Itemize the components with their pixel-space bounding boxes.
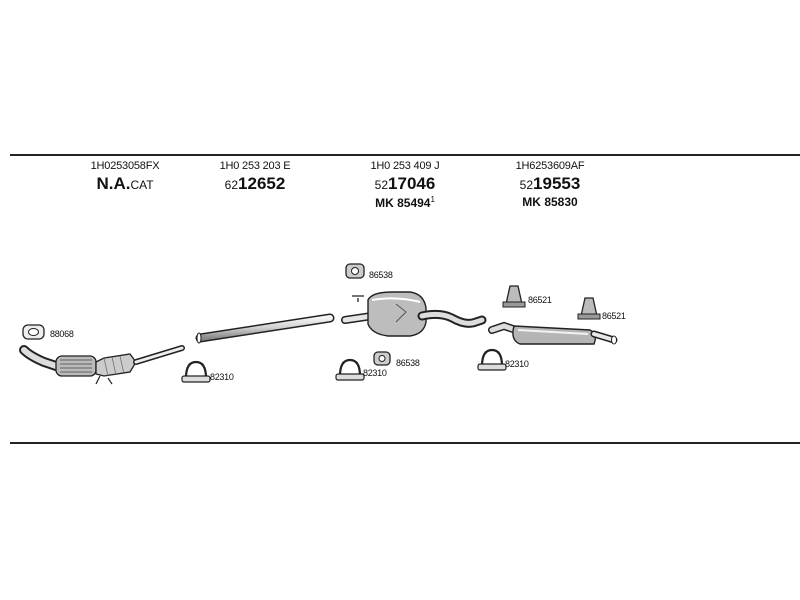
mk-label: MK: [375, 196, 394, 210]
mk-kit: MK 854941: [335, 195, 475, 210]
rear-silencer-icon: [488, 321, 618, 345]
mk-kit: MK 85830: [480, 195, 620, 209]
rubber-hanger-icon: [345, 263, 365, 279]
ref-prefix: N.A.: [96, 174, 131, 193]
clamp-part-number: 82310: [210, 372, 234, 382]
bottom-divider: [10, 442, 800, 444]
catalytic-converter-icon: [19, 345, 185, 385]
oe-number: 1H0 253 203 E: [219, 160, 291, 172]
mount-part-number: 86521: [602, 311, 626, 321]
clamp-icon: [477, 348, 507, 371]
ref-number: 6212652: [185, 174, 325, 194]
center-silencer-icon: [341, 291, 487, 337]
ref-number: N.A.CAT: [55, 174, 195, 194]
oe-number: 1H0253058FX: [90, 160, 160, 172]
top-divider: [10, 154, 800, 156]
gasket-icon: [22, 324, 45, 340]
oe-number: 1H6253609AF: [515, 160, 585, 172]
hanger-part-number: 86538: [369, 270, 393, 280]
mk-footnote: 1: [430, 195, 435, 204]
mk-label: MK: [522, 195, 541, 209]
ref-suffix: 12652: [238, 174, 286, 193]
part-column-center-silencer: 1H0 253 409 J 5217046 MK 854941: [335, 160, 475, 210]
ref-prefix: 52: [519, 178, 534, 192]
clamp-part-number: 82310: [363, 368, 387, 378]
mounting-bracket-icon: [502, 285, 526, 308]
mk-number: 85830: [544, 195, 578, 209]
ref-number: 5217046: [335, 174, 475, 194]
part-column-middle-pipe: 1H0 253 203 E 6212652: [185, 160, 325, 194]
oe-number: 1H0 253 409 J: [370, 160, 440, 172]
ref-number: 5219553: [480, 174, 620, 194]
hanger-part-number: 86538: [396, 358, 420, 368]
mounting-bracket-icon: [577, 297, 601, 320]
part-column-catalyst: 1H0253058FX N.A.CAT: [55, 160, 195, 194]
middle-pipe-icon: [195, 313, 335, 344]
ref-suffix: 19553: [533, 174, 581, 193]
part-column-rear-silencer: 1H6253609AF 5219553 MK 85830: [480, 160, 620, 209]
ref-prefix: 52: [374, 178, 389, 192]
gasket-part-number: 88068: [50, 329, 74, 339]
ref-prefix: 62: [224, 178, 239, 192]
clamp-icon: [335, 358, 365, 381]
mount-part-number: 86521: [528, 295, 552, 305]
ref-suffix: CAT: [130, 178, 154, 192]
clamp-part-number: 82310: [505, 359, 529, 369]
rubber-hanger-icon: [373, 351, 391, 366]
clamp-icon: [181, 360, 211, 383]
mk-number: 85494: [397, 196, 431, 210]
ref-suffix: 17046: [388, 174, 436, 193]
